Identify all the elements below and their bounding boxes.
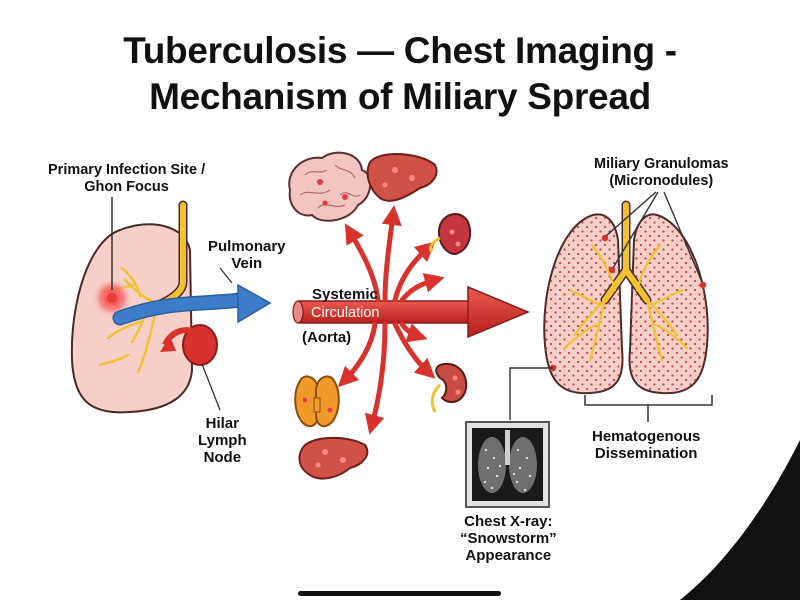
miliary-granulomas-label: Miliary Granulomas (Micronodules) bbox=[594, 156, 729, 189]
adrenal-icon bbox=[294, 375, 340, 428]
hematogenous-bracket bbox=[584, 395, 713, 406]
spleen-icon bbox=[428, 213, 472, 256]
liver-icon bbox=[298, 436, 369, 480]
circulation-label: Circulation bbox=[311, 305, 380, 321]
primary-infection-label: Primary Infection Site / Ghon Focus bbox=[48, 162, 206, 195]
pulmonary-vein-label: Pulmonary Vein bbox=[208, 238, 286, 272]
page-title-line2: Mechanism of Miliary Spread bbox=[149, 76, 651, 117]
pulmonary-leader-line bbox=[219, 267, 233, 284]
systemic-label: Systemic bbox=[312, 286, 378, 303]
corner-curve bbox=[680, 440, 800, 600]
systemic-circulation-arrow bbox=[292, 285, 530, 339]
page-title-line1: Tuberculosis — Chest Imaging - bbox=[123, 30, 677, 71]
hilar-lymph-node-label: Hilar Lymph Node bbox=[198, 415, 247, 466]
hematogenous-label: Hematogenous Dissemination bbox=[592, 428, 701, 462]
aorta-label: (Aorta) bbox=[302, 329, 352, 346]
pulmonary-vein-arrow bbox=[114, 294, 246, 324]
hilar-lymph-node-icon bbox=[160, 324, 218, 366]
kidney-icon bbox=[430, 362, 468, 413]
liver-icon bbox=[366, 153, 438, 202]
dissemination-arrows bbox=[337, 205, 445, 435]
miliary-lungs-icon bbox=[543, 200, 709, 395]
home-indicator[interactable] bbox=[298, 591, 501, 596]
xray-leader-line bbox=[509, 367, 553, 420]
xray-caption: Chest X-ray: “Snowstorm” Appearance bbox=[460, 513, 557, 564]
granuloma-leaders bbox=[605, 191, 703, 283]
brain-icon bbox=[288, 151, 372, 222]
hilar-leader-line bbox=[201, 363, 221, 411]
xray-icon bbox=[465, 421, 550, 508]
